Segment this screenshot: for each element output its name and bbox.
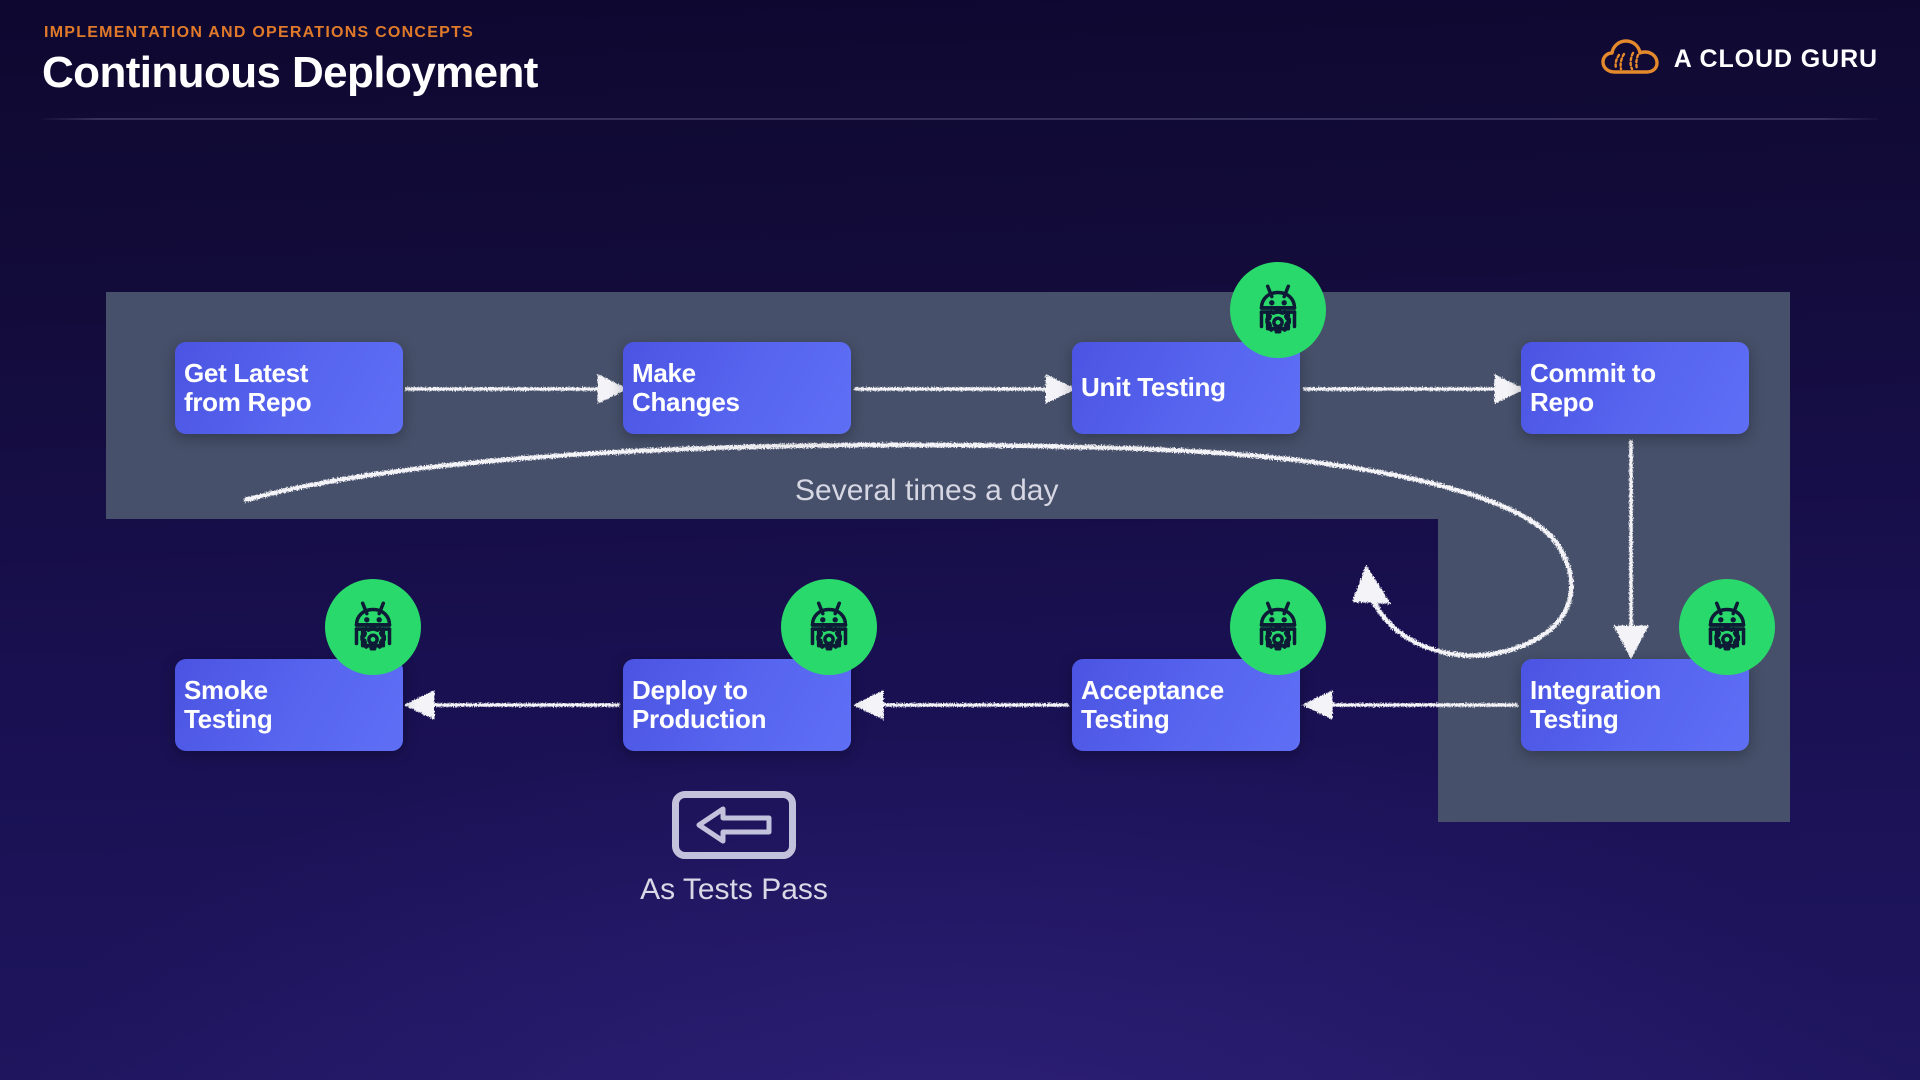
slide-eyebrow: IMPLEMENTATION AND OPERATIONS CONCEPTS	[44, 24, 475, 41]
header-divider	[42, 118, 1878, 120]
page-title: Continuous Deployment	[42, 48, 538, 97]
robot-gear-icon	[781, 579, 877, 675]
brand-logo: A CLOUD GURU	[1600, 36, 1878, 82]
robot-gear-icon	[1230, 262, 1326, 358]
cloud-icon	[1600, 38, 1660, 81]
brand-name: A CLOUD GURU	[1673, 44, 1878, 73]
node-label: Acceptance Testing	[1081, 674, 1224, 734]
node-label: Unit Testing	[1081, 372, 1226, 403]
robot-gear-icon	[1230, 579, 1326, 675]
node-acceptance-testing[interactable]: Acceptance Testing	[1072, 659, 1300, 751]
arrow-acceptance-testing-to-deploy-to-production	[852, 690, 1069, 720]
slide-header: IMPLEMENTATION AND OPERATIONS CONCEPTS C…	[0, 0, 1920, 120]
node-deploy-to-production[interactable]: Deploy to Production	[623, 659, 851, 751]
node-label: Commit to Repo	[1530, 357, 1656, 417]
robot-gear-icon	[325, 579, 421, 675]
node-get-latest-from-repo[interactable]: Get Latest from Repo	[175, 342, 403, 434]
node-label: Integration Testing	[1530, 674, 1662, 734]
node-integration-testing[interactable]: Integration Testing	[1521, 659, 1749, 751]
left-arrow-in-box-icon	[672, 791, 796, 859]
node-unit-testing[interactable]: Unit Testing	[1072, 342, 1300, 434]
node-label: Make Changes	[632, 357, 740, 417]
robot-gear-icon	[1679, 579, 1775, 675]
node-commit-to-repo[interactable]: Commit to Repo	[1521, 342, 1749, 434]
node-label: Deploy to Production	[632, 674, 767, 734]
node-label: Get Latest from Repo	[184, 357, 312, 417]
legend-label: As Tests Pass	[640, 873, 828, 906]
arrow-deploy-to-production-to-smoke-testing	[403, 690, 620, 720]
loop-caption: Several times a day	[795, 474, 1059, 507]
node-label: Smoke Testing	[184, 674, 273, 734]
node-make-changes[interactable]: Make Changes	[623, 342, 851, 434]
